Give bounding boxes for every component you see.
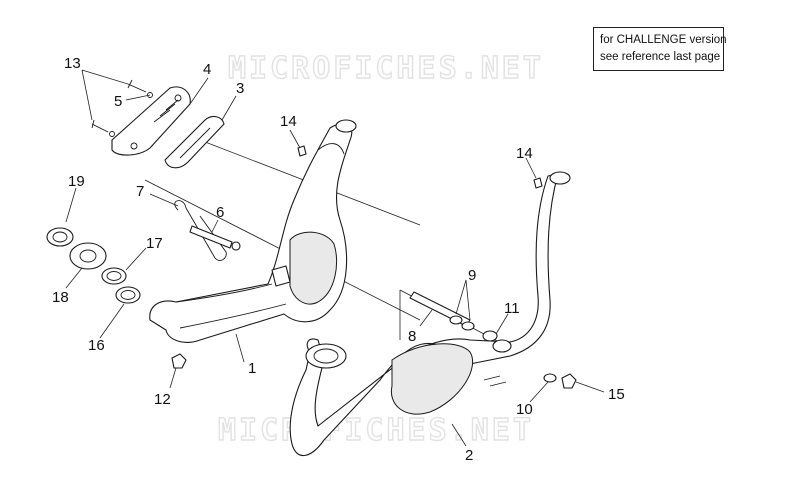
callout-17: 17	[146, 235, 163, 252]
callout-10: 10	[516, 401, 533, 418]
callout-1: 1	[248, 360, 256, 377]
silencer-part-2	[289, 171, 571, 457]
bolt-part-6	[189, 225, 241, 251]
callout-4: 4	[203, 61, 211, 78]
callout-6: 6	[216, 204, 224, 221]
note-line-2: see reference last page	[600, 51, 721, 63]
callout-leader-lines	[65, 69, 605, 447]
heat-shield-part-4	[111, 86, 191, 156]
callout-16: 16	[88, 337, 105, 354]
screws-part-14	[297, 145, 543, 189]
callout-8: 8	[408, 328, 416, 345]
callout-12: 12	[154, 391, 171, 408]
note-line-1: for CHALLENGE version	[600, 34, 727, 46]
nut-part-15	[561, 373, 577, 389]
watermark-top: MICROFICHES.NET	[228, 51, 544, 86]
screws-part-13	[91, 79, 153, 137]
callout-9: 9	[468, 267, 476, 284]
gasket-part-19	[46, 227, 74, 247]
callout-14-rear: 14	[516, 145, 533, 162]
bushing-part-11	[482, 330, 512, 353]
watermark-bottom: MICROFICHES.NET	[218, 413, 534, 448]
o-ring-part-17	[101, 267, 127, 285]
spring-part-7	[174, 200, 227, 261]
callout-18: 18	[52, 289, 69, 306]
callout-13: 13	[64, 55, 81, 72]
callout-7: 7	[136, 183, 144, 200]
bracket-part-3	[164, 115, 225, 169]
callout-11: 11	[504, 300, 520, 317]
callout-14-front: 14	[280, 113, 297, 130]
washer-part-10	[543, 373, 557, 383]
callout-19: 19	[68, 173, 85, 190]
expansion-chamber-part-1	[149, 119, 357, 343]
callout-2: 2	[465, 447, 473, 464]
challenge-version-note: for CHALLENGE version see reference last…	[593, 27, 727, 71]
callout-5: 5	[114, 93, 122, 110]
callout-3: 3	[236, 80, 244, 97]
spacer-part-9	[449, 315, 475, 331]
callout-15: 15	[608, 386, 625, 403]
nut-part-12	[171, 353, 187, 369]
o-ring-part-16	[115, 286, 141, 304]
flange-part-18	[69, 242, 107, 270]
callout-numbers: 13 5 4 3 7 6 14 19 17 18 16 1 12 9 8 11 …	[52, 55, 625, 464]
